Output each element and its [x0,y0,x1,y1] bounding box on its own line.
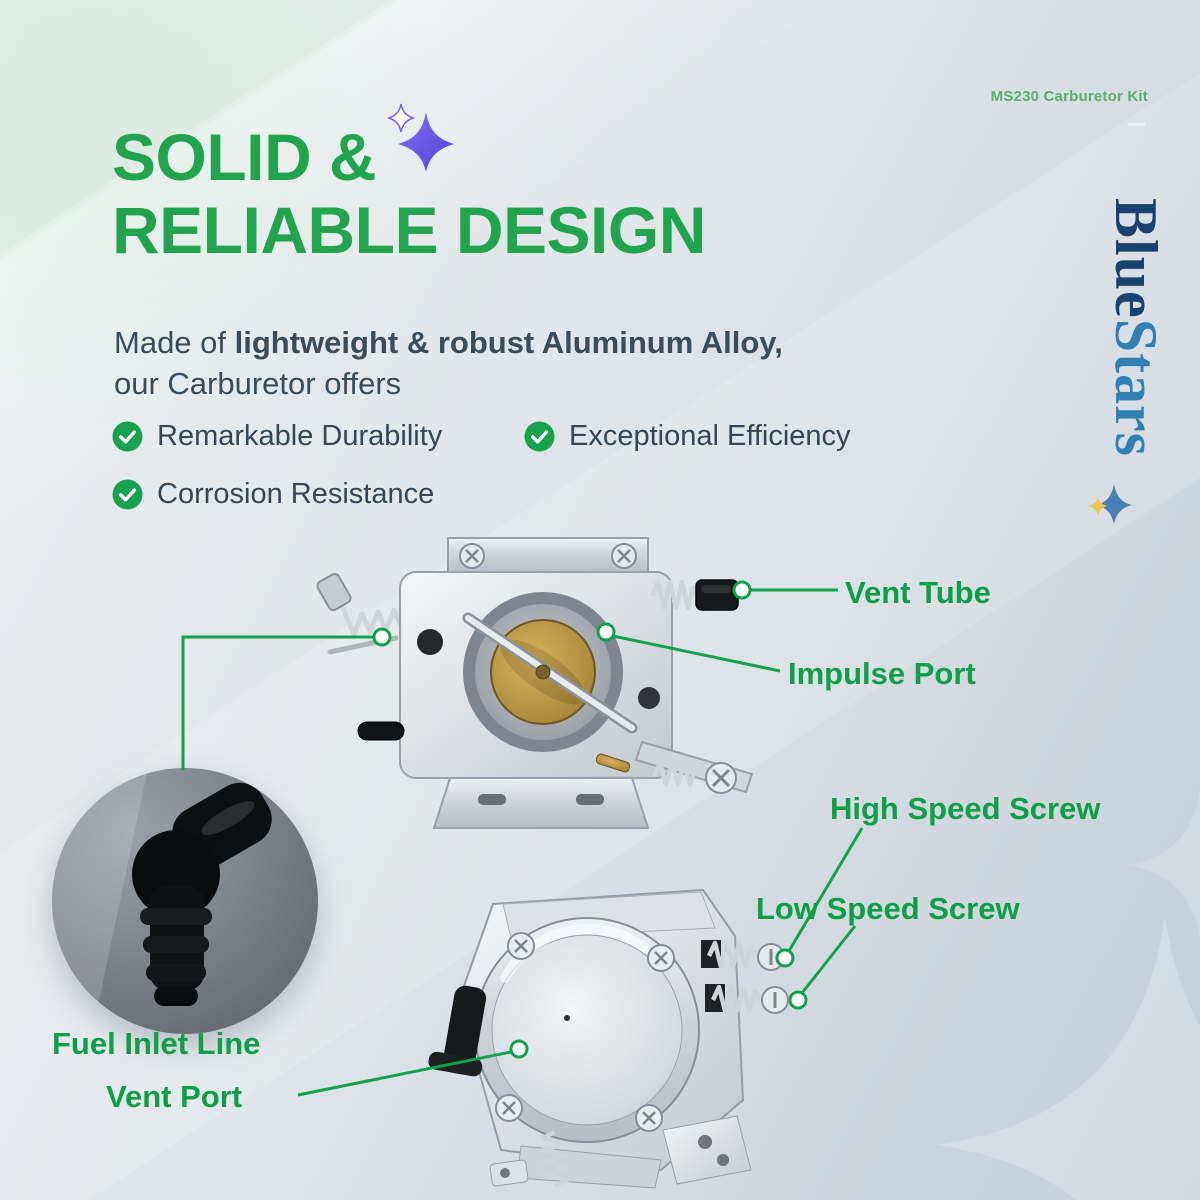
carburetor-angled-view-photo [405,878,805,1198]
callout-fuel-inlet-line: Fuel Inlet Line [52,1026,261,1061]
callout-vent-port: Vent Port [106,1079,243,1114]
brand-logo: BlueStars [1103,198,1169,458]
fuel-inlet-elbow [132,782,272,1006]
brand-sparkle-icon [1088,484,1132,524]
callout-low-speed-screw: Low Speed Screw [756,891,1020,926]
check-icon [112,479,143,510]
fuel-inlet-inset-photo [52,768,318,1034]
cover-screw [495,1094,523,1122]
feature-item: Remarkable Durability [112,420,442,453]
feature-label: Remarkable Durability [157,420,443,452]
star-watermark-icon [1125,790,1200,940]
carburetor-top-view-photo [300,530,780,860]
metering-spring [316,572,405,655]
callout-impulse-port: Impulse Port [788,656,976,691]
low-speed-screw-part [705,984,789,1014]
mounting-flange [662,1115,752,1185]
adjustment-screw-assembly [634,740,754,794]
brand-word-blue: Blue [1103,198,1169,319]
check-icon [524,421,555,452]
feature-label: Corrosion Resistance [157,478,435,510]
mounting-flange [432,777,650,829]
subtitle-bold-text: lightweight & robust Aluminum Alloy, [234,325,783,360]
cover-screw [507,932,535,960]
subtitle: Made of lightweight & robust Aluminum Al… [114,323,804,405]
subtitle-text: Made of [114,325,235,360]
star-watermark-icon [935,915,1200,1200]
vent-tube-part [649,579,739,611]
feature-label: Exceptional Efficiency [569,420,851,452]
feature-item: Exceptional Efficiency [524,420,851,453]
fuel-inlet-nipple [357,721,405,741]
plate-screw [611,543,637,569]
vent-port-hole [514,1044,524,1054]
subtitle-text: our Carburetor offers [114,365,402,401]
high-speed-screw-part [701,940,785,971]
heading-line1: SOLID & [112,120,377,194]
title-sparkle-icon [386,103,454,172]
brass-lever [595,753,631,773]
plate-screw [459,543,485,569]
body-hole [638,687,660,709]
impulse-port-hole [601,627,611,637]
return-spring [540,1129,570,1189]
feature-item: Corrosion Resistance [112,478,434,511]
cover-screw [635,1104,663,1132]
body-hole [417,629,443,655]
tag-dash [1128,123,1145,126]
callout-high-speed-screw: High Speed Screw [830,791,1101,826]
check-icon [112,421,143,452]
heading-line2: RELIABLE DESIGN [112,193,706,267]
cover-screw [647,944,675,972]
product-tag: MS230 Carburetor Kit [990,88,1148,105]
brand-word-stars: Stars [1103,318,1169,458]
callout-vent-tube: Vent Tube [845,575,991,610]
